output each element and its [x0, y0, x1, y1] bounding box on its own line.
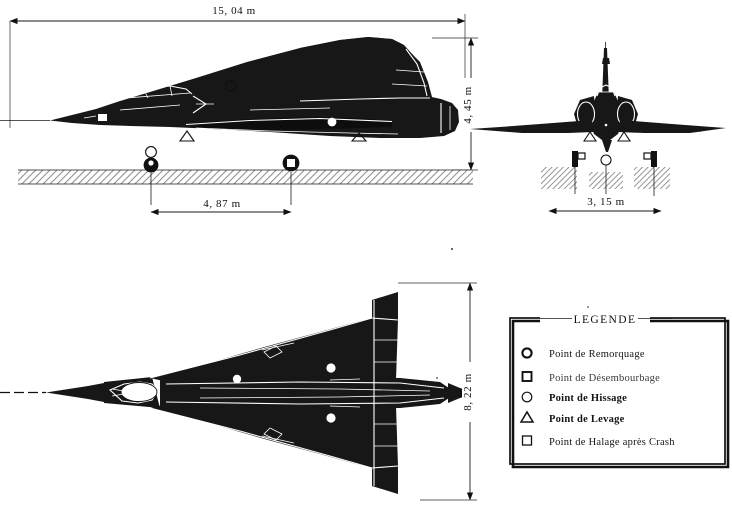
legend-label-hissage: Point de Hissage	[549, 393, 627, 404]
square-thin-symbol	[521, 435, 533, 446]
plan-marker-lower	[326, 413, 336, 423]
plan-view-aircraft	[0, 292, 470, 494]
square-bold-symbol	[521, 371, 533, 382]
remorquage-marker-side	[327, 117, 337, 127]
height-dimension-label: 4, 45 m	[462, 86, 474, 124]
side-elevation-aircraft	[0, 37, 459, 138]
levage-marker-front-right	[616, 131, 632, 142]
front-view-ground-patches	[541, 151, 670, 196]
wingspan-dimension-label: 8, 22 m	[462, 373, 474, 411]
legend-label-halage: Point de Halage après Crash	[549, 437, 675, 448]
circle-thin-symbol	[521, 391, 533, 403]
levage-marker-side-aft	[350, 132, 368, 142]
length-dimension	[9, 3, 466, 130]
wingspan-dimension	[398, 282, 479, 501]
ground-strip-side	[18, 169, 473, 185]
plan-view-service-markers	[232, 363, 336, 423]
plan-marker-fwd	[232, 374, 242, 384]
front-view-service-markers	[582, 131, 632, 142]
legend-title: LEGENDE	[574, 314, 637, 326]
nose-gear-hissage-ring	[145, 146, 157, 158]
wheelbase-dimension-label: 4, 87 m	[203, 198, 241, 210]
plan-marker-upper	[326, 363, 336, 373]
legend-label-remorquage: Point de Remorquage	[549, 349, 645, 360]
circle-bold-symbol	[521, 347, 533, 359]
hissage-marker-side	[225, 80, 238, 93]
side-view-service-markers	[178, 80, 368, 142]
levage-marker-side-fwd	[178, 130, 196, 142]
front-elevation-aircraft	[470, 42, 726, 152]
legend-label-levage: Point de Levage	[549, 414, 625, 425]
triangle-symbol	[519, 410, 535, 423]
scan-artifacts	[436, 247, 589, 379]
track-dimension-label: 3, 15 m	[587, 196, 625, 208]
legend-symbols	[519, 347, 535, 446]
wheelbase-dimension	[150, 196, 292, 216]
track-dimension	[548, 194, 662, 215]
legend-panel	[509, 310, 730, 469]
legend-label-desembourbage: Point de Désembourbage	[549, 373, 660, 384]
side-view-gear-symbols	[143, 146, 300, 205]
levage-marker-front-left	[582, 131, 598, 142]
length-dimension-label: 15, 04 m	[212, 5, 256, 17]
